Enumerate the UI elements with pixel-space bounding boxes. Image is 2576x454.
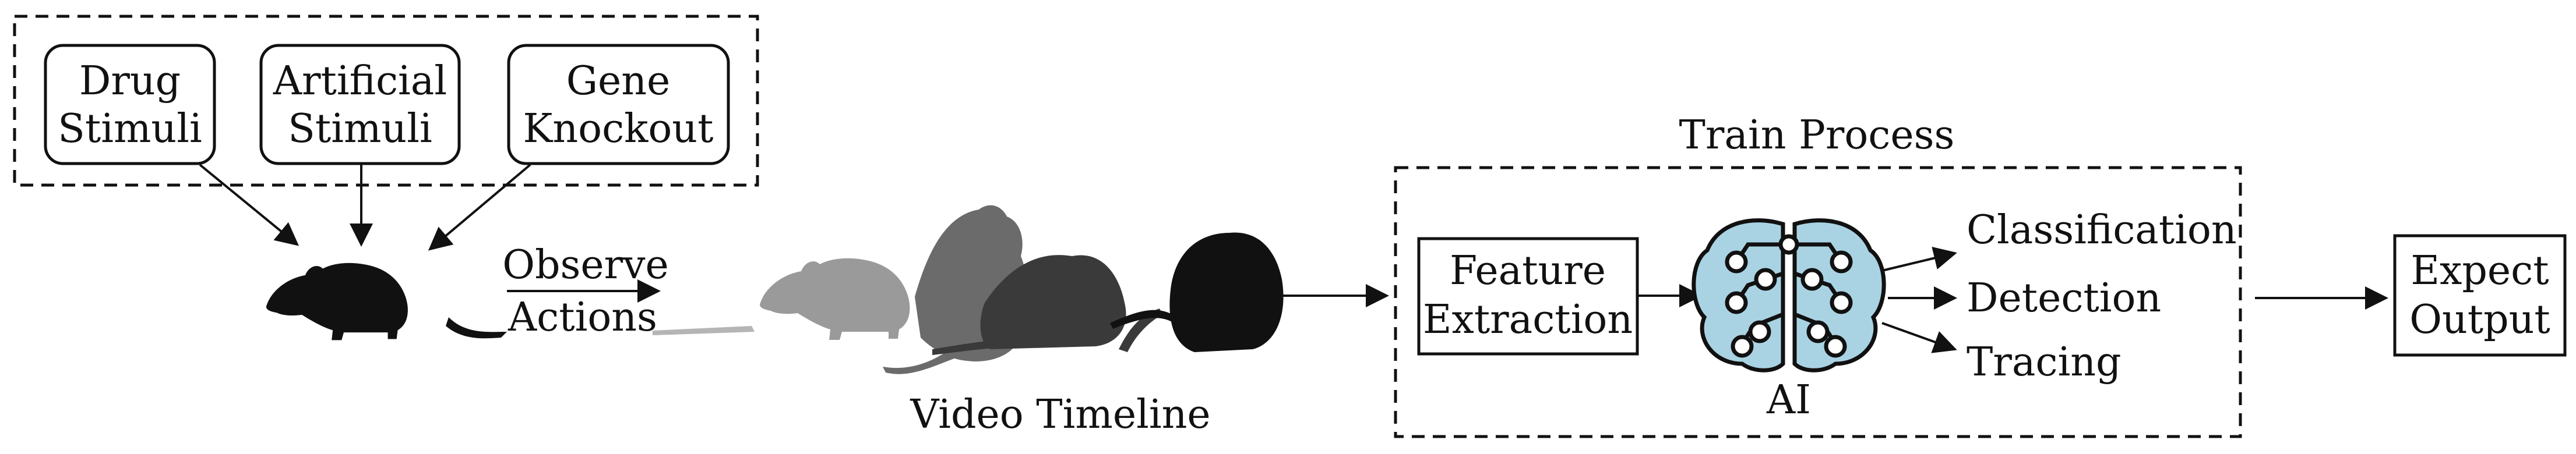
observe-label-line1: Observe <box>502 242 669 288</box>
output-detection: Detection <box>1967 275 2161 321</box>
drug-stimuli-label-line2: Stimuli <box>58 106 202 152</box>
arrow-gene-to-mouse <box>428 164 531 251</box>
input-stimuli-group: Drug Stimuli Artificial Stimuli Gene Kno… <box>13 15 759 187</box>
mouse-icon <box>266 263 408 340</box>
mouse-tail <box>932 340 993 355</box>
gene-knockout-label-line2: Knockout <box>523 106 714 152</box>
train-process-title: Train Process <box>1679 112 1955 158</box>
observe-actions: Observe Actions <box>502 242 669 340</box>
timeline-tail-streak <box>653 326 755 335</box>
train-process-group: Train Process Feature Extraction <box>1394 112 2242 438</box>
observe-label-line2: Actions <box>508 295 657 340</box>
ai-output-arrows <box>1881 246 1957 353</box>
feature-extraction-label-line2: Extraction <box>1423 297 1633 343</box>
brain-network-icon <box>1692 218 1886 373</box>
arrow-ai-to-tracing <box>1881 322 1957 353</box>
output-tracing: Tracing <box>1967 339 2122 385</box>
subject-mouse <box>266 263 507 340</box>
expect-output-box: Expect Output <box>2393 234 2567 357</box>
mouse-icon <box>980 255 1126 349</box>
expect-output-label-line1: Expect <box>2411 248 2549 294</box>
feature-extraction-box: Feature Extraction <box>1417 237 1639 356</box>
artificial-stimuli-label-line1: Artificial <box>273 58 447 104</box>
drug-stimuli-box: Drug Stimuli <box>44 44 216 165</box>
gene-knockout-box: Gene Knockout <box>507 44 730 165</box>
artificial-stimuli-box: Artificial Stimuli <box>259 44 461 165</box>
mouse-icon <box>1169 232 1284 352</box>
mouse-icon <box>760 258 910 340</box>
gene-knockout-label-line1: Gene <box>566 58 671 104</box>
mouse-tail <box>1110 310 1177 329</box>
drug-stimuli-label-line1: Drug <box>79 58 181 104</box>
ai-label: AI <box>1766 377 1811 423</box>
mouse-tail <box>883 349 956 374</box>
video-timeline: Video Timeline <box>653 205 1284 438</box>
mouse-tail <box>446 317 507 339</box>
expect-output-label-line2: Output <box>2409 297 2550 343</box>
input-arrows <box>199 164 531 251</box>
arrow-ai-to-classification <box>1881 246 1957 272</box>
mouse-tail <box>1119 308 1162 352</box>
video-timeline-label: Video Timeline <box>910 392 1210 438</box>
arrow-drug-to-mouse <box>199 164 299 246</box>
output-classification: Classification <box>1967 207 2237 253</box>
feature-extraction-label-line1: Feature <box>1450 248 1606 294</box>
artificial-stimuli-label-line2: Stimuli <box>288 106 432 152</box>
